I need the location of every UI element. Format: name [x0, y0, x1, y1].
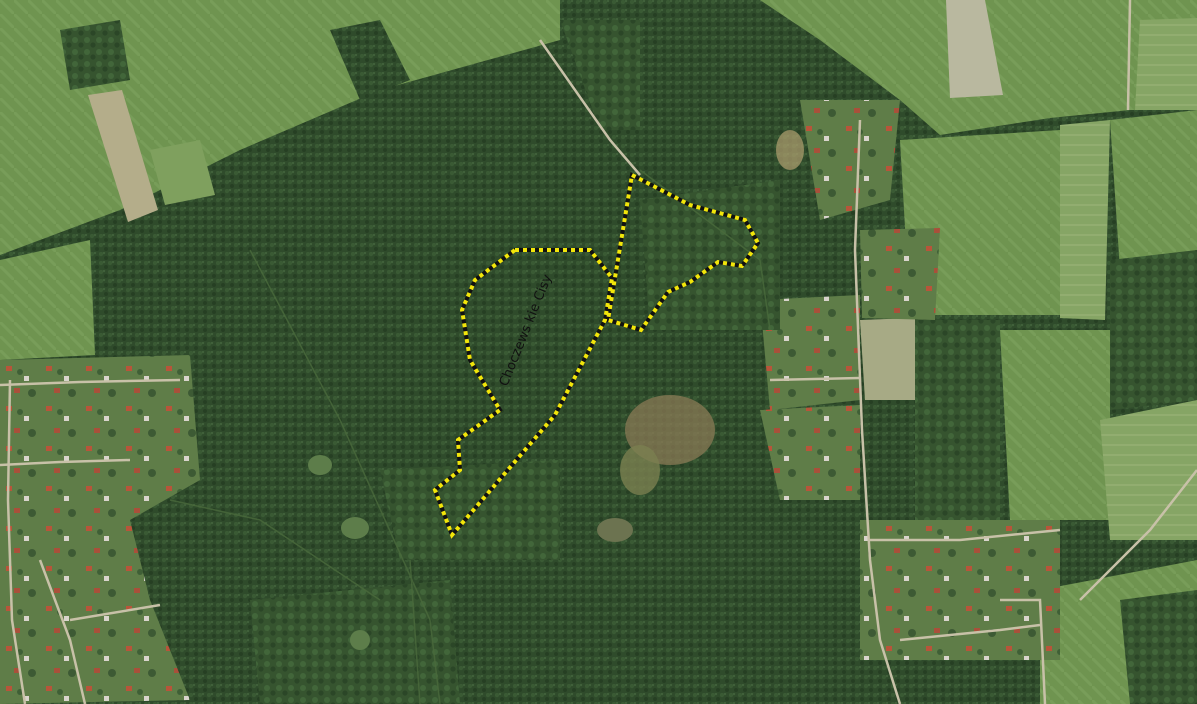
village-settlement: [800, 100, 900, 220]
forest-patch: [330, 20, 410, 100]
forest-clearing: [776, 130, 804, 170]
area-boundary: [432, 171, 761, 539]
forest-stand: [560, 20, 640, 130]
boundary-west-section[interactable]: [432, 248, 615, 539]
village-settlement: [860, 520, 1060, 660]
agricultural-field: [1060, 120, 1110, 320]
agricultural-field: [1110, 110, 1197, 270]
forest-patch: [60, 20, 130, 90]
forest-stand: [380, 460, 560, 560]
agricultural-field: [900, 130, 1060, 315]
forest-clearing: [308, 455, 332, 475]
bare-field-strip: [88, 90, 158, 222]
agricultural-field: [1135, 18, 1197, 110]
village-settlement: [760, 405, 860, 500]
forest-clearing: [620, 445, 660, 495]
agricultural-field: [1100, 400, 1197, 540]
village-settlement: [760, 295, 860, 410]
forest-patch: [1120, 590, 1197, 704]
agricultural-field: [150, 140, 215, 205]
forest-patch: [915, 320, 1000, 560]
forest-stand: [640, 180, 780, 330]
forest-clearing: [597, 518, 633, 542]
bare-field-strip: [946, 0, 1003, 98]
agricultural-field: [0, 240, 95, 360]
forest-clearing: [350, 630, 370, 650]
forest-patch: [1110, 250, 1197, 410]
boundary-east-section[interactable]: [605, 171, 761, 333]
bare-field: [860, 318, 915, 400]
village-settlement: [0, 355, 200, 704]
forest-clearing: [341, 517, 369, 539]
village-settlement: [860, 228, 940, 320]
agricultural-field: [1000, 330, 1110, 520]
